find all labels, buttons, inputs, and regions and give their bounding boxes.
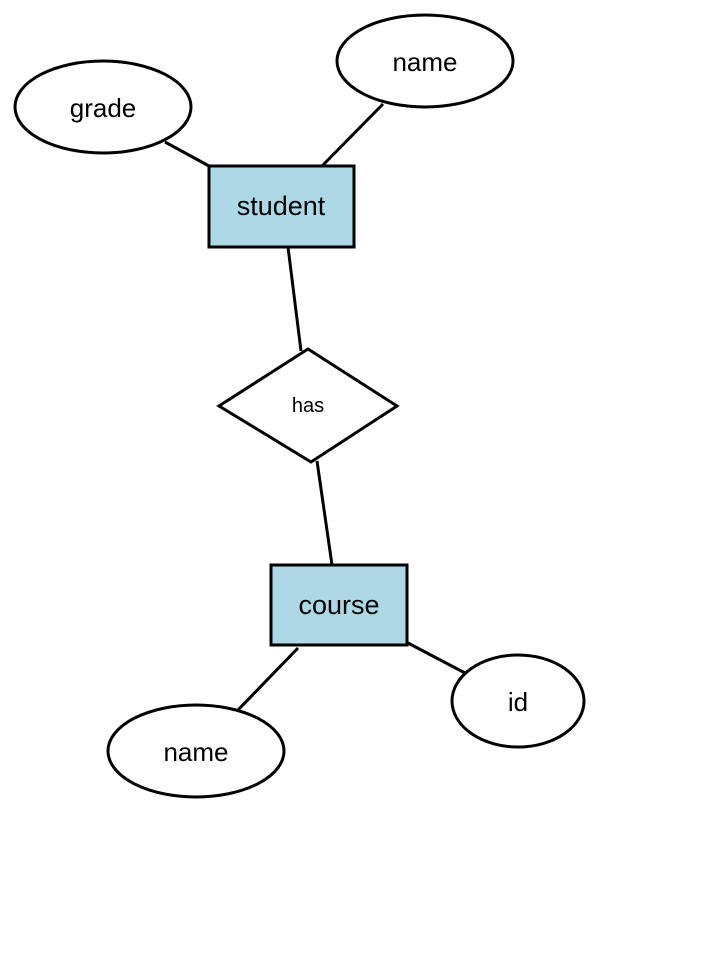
connector-course-id bbox=[407, 641, 466, 675]
entity-student-box bbox=[207, 164, 356, 249]
attribute-student-name[interactable]: name bbox=[335, 13, 515, 109]
attribute-course-name[interactable]: name bbox=[106, 703, 286, 799]
relationship-has[interactable]: has bbox=[216, 347, 400, 464]
entity-student-label: student bbox=[237, 191, 326, 221]
attribute-course-id-label: id bbox=[508, 687, 528, 717]
connector-has-course bbox=[315, 460, 334, 566]
attribute-course-name-label: name bbox=[163, 737, 228, 767]
attribute-student-grade-ellipse bbox=[13, 59, 193, 155]
attribute-student-grade[interactable]: grade bbox=[13, 59, 193, 155]
connector-grade-student bbox=[164, 140, 210, 168]
attribute-student-name-label: name bbox=[392, 47, 457, 77]
entity-student[interactable]: student bbox=[207, 164, 356, 249]
attribute-student-grade-label: grade bbox=[70, 93, 137, 123]
entity-course[interactable]: course bbox=[269, 563, 409, 647]
relationship-has-label: has bbox=[292, 395, 324, 417]
attribute-course-name-ellipse bbox=[106, 703, 286, 799]
attribute-course-id[interactable]: id bbox=[450, 653, 586, 749]
entity-course-box bbox=[269, 563, 409, 647]
entity-course-label: course bbox=[298, 590, 379, 620]
connector-course-name bbox=[235, 646, 300, 713]
attribute-course-id-ellipse bbox=[450, 653, 586, 749]
connector-name-student bbox=[320, 102, 385, 168]
connector-student-has bbox=[286, 246, 303, 352]
relationship-has-diamond bbox=[216, 347, 400, 464]
attribute-student-name-ellipse bbox=[335, 13, 515, 109]
